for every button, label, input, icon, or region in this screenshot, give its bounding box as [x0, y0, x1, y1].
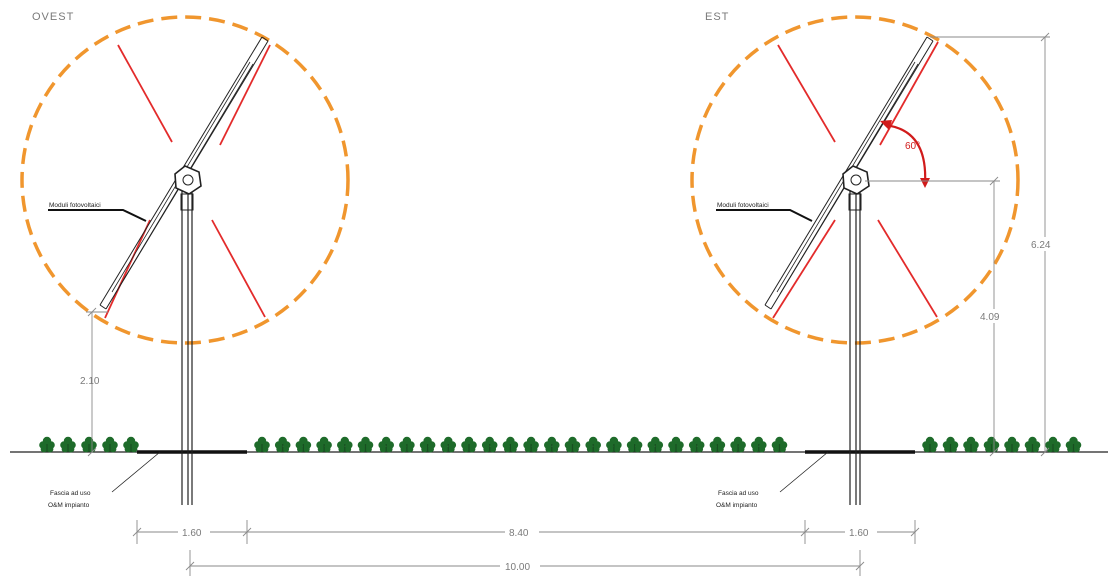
crop-plant — [378, 436, 395, 453]
limit-line-west-4 — [104, 219, 151, 319]
limit-line-east-3 — [879, 41, 939, 146]
strip-leader-east — [779, 451, 829, 493]
crop-plant — [1065, 436, 1082, 453]
crop-plant — [668, 436, 684, 453]
modules-leader-west — [48, 209, 147, 222]
rotation-circle-east — [690, 15, 1020, 345]
dimension-axis-height-label: 4.09 — [980, 312, 1000, 323]
crop-plant — [254, 436, 270, 453]
crop-plant — [399, 436, 415, 453]
crop-plant — [102, 436, 118, 453]
strip-label-east-1: Fascia ad uso — [718, 490, 759, 497]
tilt-angle-arrow-end — [920, 178, 930, 188]
modules-leader-east — [716, 209, 813, 222]
modules-label-west: Moduli fotovoltaici — [49, 202, 101, 209]
strip-label-west-1: Fascia ad uso — [50, 490, 91, 497]
limit-line-west-1 — [117, 44, 173, 143]
crop-plant — [1004, 436, 1020, 453]
crop-plants — [39, 436, 1082, 453]
dimension-strip-west-label: 1.60 — [182, 528, 202, 539]
limit-line-east-4 — [772, 219, 836, 319]
crop-plant — [295, 436, 312, 453]
limit-line-east-1 — [777, 44, 836, 143]
crop-plant — [481, 436, 498, 453]
crop-plant — [606, 436, 622, 453]
crop-plant — [357, 436, 374, 453]
dimension-strip-east-label: 1.60 — [849, 528, 869, 539]
limit-line-west-2 — [211, 219, 266, 318]
limit-line-west-3 — [219, 44, 271, 146]
tracker-west: Moduli fotovoltaici Fascia ad uso O&M im… — [20, 15, 350, 509]
crop-plant — [544, 436, 560, 453]
crop-plant — [60, 436, 76, 453]
crop-plant — [274, 436, 291, 453]
tracker-head-east — [842, 165, 870, 195]
side-title-west: OVEST — [32, 11, 74, 23]
dimension-min-clearance-label: 2.10 — [80, 376, 100, 387]
crop-plant — [440, 436, 457, 453]
dimension-min-clearance — [86, 307, 108, 457]
strip-label-east-2: O&M impianto — [716, 502, 758, 509]
crop-plant — [1045, 436, 1061, 453]
crop-plant — [963, 436, 979, 453]
strip-label-west-2: O&M impianto — [48, 502, 90, 509]
crop-plant — [316, 436, 332, 453]
crop-plant — [688, 436, 705, 453]
crop-plant — [709, 436, 726, 453]
crop-plant — [751, 436, 767, 453]
crop-plant — [502, 436, 519, 453]
crop-plant — [337, 436, 353, 453]
tilt-angle-arc — [884, 123, 927, 185]
support-post-west — [180, 190, 194, 505]
tilt-angle-arrow-start — [880, 120, 892, 130]
crop-plant — [419, 436, 436, 453]
crop-plant — [647, 436, 664, 453]
crop-plant — [1024, 436, 1041, 453]
support-post-east — [848, 190, 862, 505]
crop-plant — [983, 436, 1000, 453]
crop-plant — [585, 436, 601, 453]
crop-plant — [461, 436, 477, 453]
crop-plant — [564, 436, 581, 453]
side-title-east: EST — [705, 11, 729, 23]
crop-plant — [123, 436, 139, 453]
rotation-circle-west — [20, 15, 350, 345]
dimension-pitch-label: 10.00 — [505, 562, 530, 573]
crop-plant — [730, 436, 746, 453]
crop-plant — [942, 436, 959, 453]
modules-label-east: Moduli fotovoltaici — [717, 202, 769, 209]
crop-plant — [626, 436, 643, 453]
crop-plant — [39, 436, 55, 453]
strip-leader-west — [111, 451, 161, 493]
crop-plant — [771, 436, 788, 453]
dimension-free-zone-label: 8.40 — [509, 528, 529, 539]
tilt-angle-label: 60° — [905, 141, 920, 152]
crop-plant — [523, 436, 539, 453]
tracker-head-west — [174, 165, 202, 195]
tracker-east: Moduli fotovoltaici Fascia ad uso O&M im… — [690, 15, 1020, 509]
limit-line-east-2 — [877, 219, 938, 318]
dimension-max-height-label: 6.24 — [1031, 240, 1051, 251]
crop-plant — [922, 436, 938, 453]
